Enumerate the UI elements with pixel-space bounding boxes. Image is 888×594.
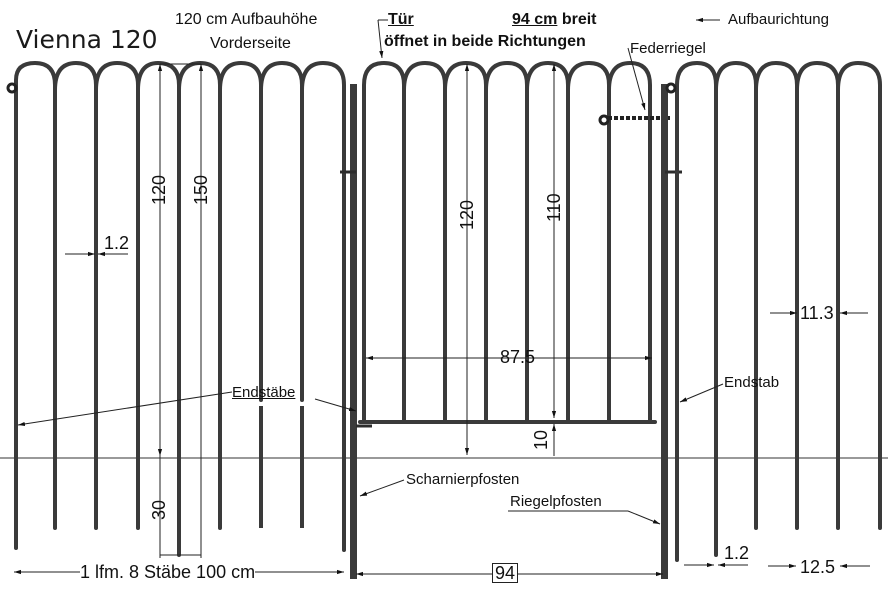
dim-ground-depth: 30	[149, 499, 169, 520]
dim-gate-inner-width: 87.5	[500, 347, 536, 367]
dimension-lines	[14, 17, 870, 577]
assembly-direction: Aufbaurichtung	[728, 11, 829, 28]
door-opening-note: öffnet in beide Richtungen	[384, 33, 586, 50]
spring-latch-label: Federriegel	[630, 40, 706, 57]
dim-bar-spacing: 12.5	[800, 557, 836, 577]
dim-bar-thickness-right: 1.2	[724, 543, 750, 563]
dim-total-bar-length: 150	[191, 174, 211, 205]
hinge-post	[340, 84, 372, 579]
gate-width-suffix: breit	[561, 11, 597, 28]
gate-width-value: 94 cm	[512, 11, 558, 28]
dim-bar-gap: 11.3	[800, 303, 834, 323]
right-fence-section	[675, 60, 882, 562]
end-bars-label: Endstäbe	[232, 384, 296, 401]
latch-post	[661, 84, 682, 579]
height-note: 120 cm Aufbauhöhe	[175, 11, 318, 28]
end-bar-loop-left	[6, 82, 18, 94]
dim-section-length: 1 lfm. 8 Stäbe 100 cm	[80, 562, 256, 582]
dim-gate-height: 120	[457, 199, 477, 230]
end-bar-loop-right	[665, 82, 677, 94]
dim-gate-bar-height: 110	[544, 193, 564, 222]
dim-fence-height: 120	[149, 174, 169, 205]
spring-latch	[598, 114, 670, 126]
front-side-note: Vorderseite	[210, 35, 291, 52]
left-fence-section	[14, 60, 346, 557]
dim-ground-clearance: 10	[531, 429, 551, 450]
latch-post-label: Riegelpfosten	[510, 493, 602, 510]
hinge-post-label: Scharnierpfosten	[406, 471, 520, 488]
dim-bar-thickness-left: 1.2	[104, 233, 130, 253]
end-bar-label: Endstab	[724, 374, 780, 391]
product-title: Vienna 120	[16, 25, 158, 54]
gate	[358, 60, 657, 424]
dim-gate-width: 94	[492, 563, 519, 583]
door-label: Tür	[388, 11, 414, 28]
left-lower-bars	[259, 406, 304, 528]
